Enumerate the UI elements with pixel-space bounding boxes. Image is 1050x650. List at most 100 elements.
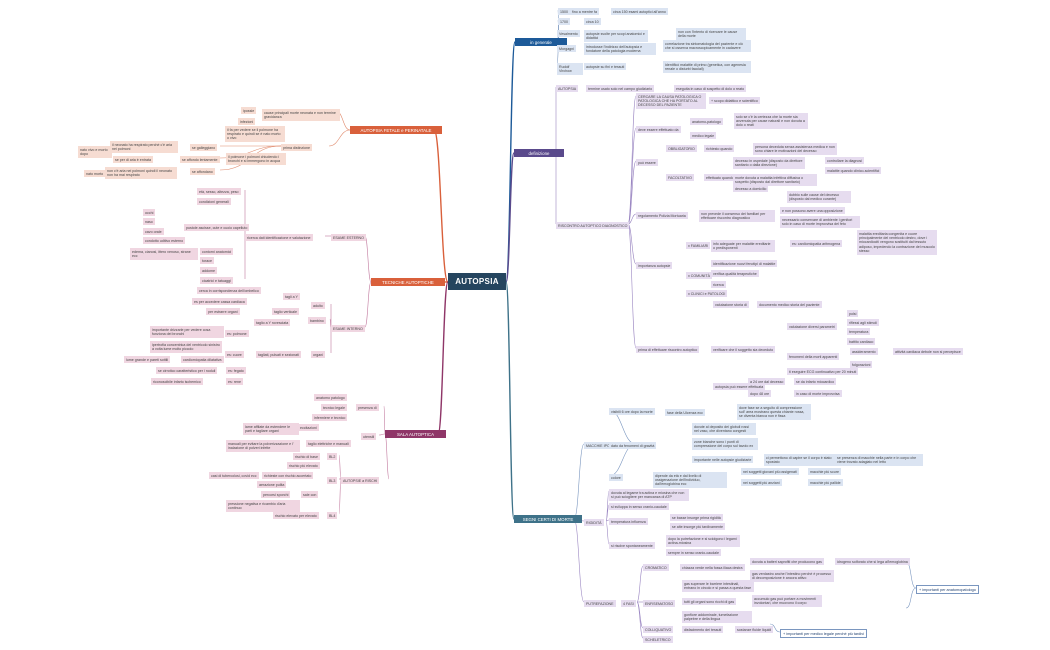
note-s-imp1[interactable]: + importanti per anatomopatologo <box>916 585 979 595</box>
node-g2[interactable]: 1700 <box>558 18 570 26</box>
node-d-com1[interactable]: identificazione nuovi fenotipi di malatt… <box>711 260 778 268</box>
node-sa-att[interactable]: utensili <box>361 433 377 441</box>
node-t-feg[interactable]: es: fegato <box>226 367 246 375</box>
node-g3a[interactable]: autopsie svolte per scopi anatomici e di… <box>584 30 648 42</box>
node-s-dato5[interactable]: se presenza di macchie nella parte e in … <box>835 454 923 466</box>
node-t-cuo2[interactable]: lume grande e pareti sottili <box>124 356 171 364</box>
node-s-rig7[interactable]: dopo la putrefazione e si sciolgono i le… <box>666 535 740 547</box>
node-d-obb2[interactable]: persona deceduta senza assistenza medica… <box>753 143 837 155</box>
node-g4b[interactable]: correlazione tra sintomatologia del pazi… <box>663 40 751 52</box>
node-s-dato2[interactable]: zone bianche sono i punti di compression… <box>692 438 758 450</box>
node-d-fam3[interactable]: malattia ereditaria congenita e cuore pr… <box>857 230 937 256</box>
node-g5b[interactable]: identificò malattie di primo (genetica, … <box>663 61 751 73</box>
node-d-a2[interactable]: eseguita in caso di sospetto di dolo o r… <box>674 85 747 93</box>
node-g1b[interactable]: circa 150 esami autoptici all'anno <box>611 8 668 16</box>
node-d-p3[interactable]: temperatura <box>847 328 871 336</box>
node-f-cause[interactable]: cause principali morte neonata e non ter… <box>262 109 340 121</box>
node-d-fen2[interactable]: attività cardiaca debole non si percepis… <box>893 348 963 356</box>
node-s-col3[interactable]: macchie più scure <box>808 468 841 476</box>
node-d-scopi[interactable]: + scopo didattico e scientifico <box>709 97 760 105</box>
node-d-fen3[interactable]: folgorazioni <box>850 361 873 369</box>
node-t-org[interactable]: organi <box>311 351 325 359</box>
node-t-bam2[interactable]: taglio a Y rovesciata <box>254 319 291 327</box>
node-t-e7[interactable]: condotto uditivo esterno <box>143 237 186 245</box>
node-s-dato4[interactable]: ci permettono di capire se il corpo è st… <box>764 454 838 466</box>
node-s-enf2[interactable]: tutti gli organi sono ricchi di gas <box>682 598 737 606</box>
node-sa-pres[interactable]: presenza di <box>356 404 379 412</box>
node-t-e10[interactable]: torace <box>200 257 214 265</box>
node-f-infez[interactable]: infezioni <box>238 118 256 126</box>
node-sa-p2[interactable]: tecnico legale <box>321 404 347 412</box>
node-g3b[interactable]: non con l'intento di ricercare le cause … <box>676 28 746 40</box>
node-t-bam1[interactable]: taglio verticale <box>272 308 299 316</box>
node-s-col5[interactable]: macchie più pallide <box>808 479 843 487</box>
node-sa-att3[interactable]: manuali per evitare la polverizzazione e… <box>226 440 300 452</box>
node-d-reg2[interactable]: e non possono avere una opposizione <box>780 207 845 215</box>
node-d-val[interactable]: valutazione storia di <box>713 301 749 309</box>
node-sa-p3[interactable]: infermiere e tecnico <box>312 414 348 422</box>
node-t-ric[interactable]: ricerca dati identificazione e valutazio… <box>245 234 313 242</box>
node-sa-bl4[interactable]: BL4 <box>327 512 338 520</box>
node-d-reg1[interactable]: non prevede il consenso dei familiari pe… <box>699 210 775 222</box>
node-s-cro[interactable]: CROMATICO <box>643 564 669 572</box>
node-s-coll1[interactable]: disfacimento dei tessuti <box>682 626 724 634</box>
node-t-tagl2[interactable]: es per accedere cassa cardiaca <box>192 298 247 306</box>
node-d-fam1[interactable]: info adeguate per malattie ereditarie o … <box>711 240 775 252</box>
node-d-anat2[interactable]: solo se c'è la certezza che la morte sia… <box>734 113 808 130</box>
node-t-tagl[interactable]: tagli a Y <box>283 293 300 301</box>
branch-definizione[interactable]: definizione <box>514 149 564 157</box>
node-d-ver1[interactable]: valutazione diversi parametri <box>787 323 837 331</box>
node-f-prima1[interactable]: il fa per vedere se il polmone ha respir… <box>225 126 285 143</box>
node-t-e11[interactable]: addome <box>200 267 217 275</box>
node-d-aut1b[interactable]: se da infarto miocardico <box>794 378 837 386</box>
node-t-ren[interactable]: es: rene <box>226 378 243 386</box>
node-g3[interactable]: Vesalmento <box>557 30 580 38</box>
node-sa-risk[interactable]: AUTOPSIE a RISCHI <box>341 477 380 485</box>
node-d-risc[interactable]: RISCONTRO AUTOPTICO DIAGNOSTICO <box>556 222 630 230</box>
node-d-ecg[interactable]: ti eseguire ECG continuativo per 20 minu… <box>787 368 859 376</box>
node-d-com3[interactable]: ricerca <box>711 281 726 289</box>
node-f-galleg[interactable]: se galleggiano <box>190 144 218 152</box>
node-s-vis[interactable]: visibili 6 ore dopo la morte <box>609 408 655 416</box>
node-g4[interactable]: Morgagni <box>557 45 576 53</box>
node-d-fen[interactable]: fenomeni della morti apparenti <box>787 353 840 361</box>
node-d-p4[interactable]: battito cardiaco <box>847 338 876 346</box>
node-s-rig5[interactable]: se alte insorge più tardivamente <box>670 523 725 531</box>
node-t-feg1[interactable]: se cirrotico caratteristico per i noduli <box>156 367 218 375</box>
node-d-aut2b[interactable]: in caso di morte improvvisa <box>794 390 842 398</box>
node-s-dato[interactable]: dato da fenomeni di gravità <box>609 442 657 450</box>
node-f-nato[interactable]: nato morto <box>84 170 106 178</box>
node-f-prima[interactable]: prima distinzione <box>281 144 312 152</box>
node-f-aff2[interactable]: non c'è aria nei polmoni quindi il neona… <box>105 167 177 179</box>
node-d-val1[interactable]: documento medico storia del paziente <box>757 301 822 309</box>
node-s-dato3[interactable]: importante nelle autopsie giudiziarie <box>692 456 754 464</box>
node-d-reg3[interactable]: necessario conservare di ambiente i geni… <box>780 216 860 228</box>
node-d-ver[interactable]: verificare che il soggetto sia deceduto <box>711 346 776 354</box>
node-s-enf[interactable]: ENFISEMATOSO <box>643 600 676 608</box>
node-t-cuo[interactable]: es: cuore <box>225 351 244 359</box>
node-d-obb5[interactable]: malattie quando clinico-scientifici <box>825 167 882 175</box>
node-f-galleg1[interactable]: il neonato ha respirato perché c'è aria … <box>110 141 178 153</box>
branch-tecniche[interactable]: TECNICHE AUTOPTICHE <box>371 278 445 286</box>
node-t-int[interactable]: ESAME INTERNO <box>331 325 365 333</box>
node-t-e5[interactable]: naso <box>143 218 155 226</box>
node-sa-bl2[interactable]: BL2 <box>327 453 338 461</box>
node-t-tagl1[interactable]: cerca in corrispondenza dell'ombelico <box>197 287 261 295</box>
node-t-est[interactable]: ESAME ESTERNO <box>331 234 366 242</box>
node-sa-bl3e[interactable]: aerazione pulita <box>257 481 287 489</box>
node-d-com[interactable]: x COMUNITÀ <box>686 272 712 280</box>
node-g1a[interactable]: fino a mentre fa <box>570 8 599 16</box>
node-d-puo[interactable]: può essere <box>636 159 658 167</box>
node-s-put[interactable]: PUTREFAZIONE <box>584 600 616 608</box>
node-t-org1[interactable]: tagliati, pulsati e sezionati <box>256 351 301 359</box>
node-d-p2[interactable]: riflessi agli stimoli <box>847 319 879 327</box>
node-s-rig4[interactable]: se basse insorge prima rigidità <box>670 514 723 522</box>
node-s-rig[interactable]: RIGIDITÀ <box>584 519 604 527</box>
node-sa-bl2a[interactable]: rischio di base <box>293 453 320 461</box>
node-g1[interactable]: 1500 <box>558 8 570 16</box>
node-s-fasi[interactable]: 4 FASI <box>621 600 636 608</box>
node-sa-ecc[interactable]: eccitazioni <box>298 424 319 432</box>
node-sa-bl3c[interactable]: casi di tubercolosi, covid ecc <box>209 472 259 480</box>
node-d-deve[interactable]: deve essere effettuato da <box>636 126 681 134</box>
node-f-aff1[interactable]: il polmone i polmoni chiudendo i bronchi… <box>226 153 286 165</box>
